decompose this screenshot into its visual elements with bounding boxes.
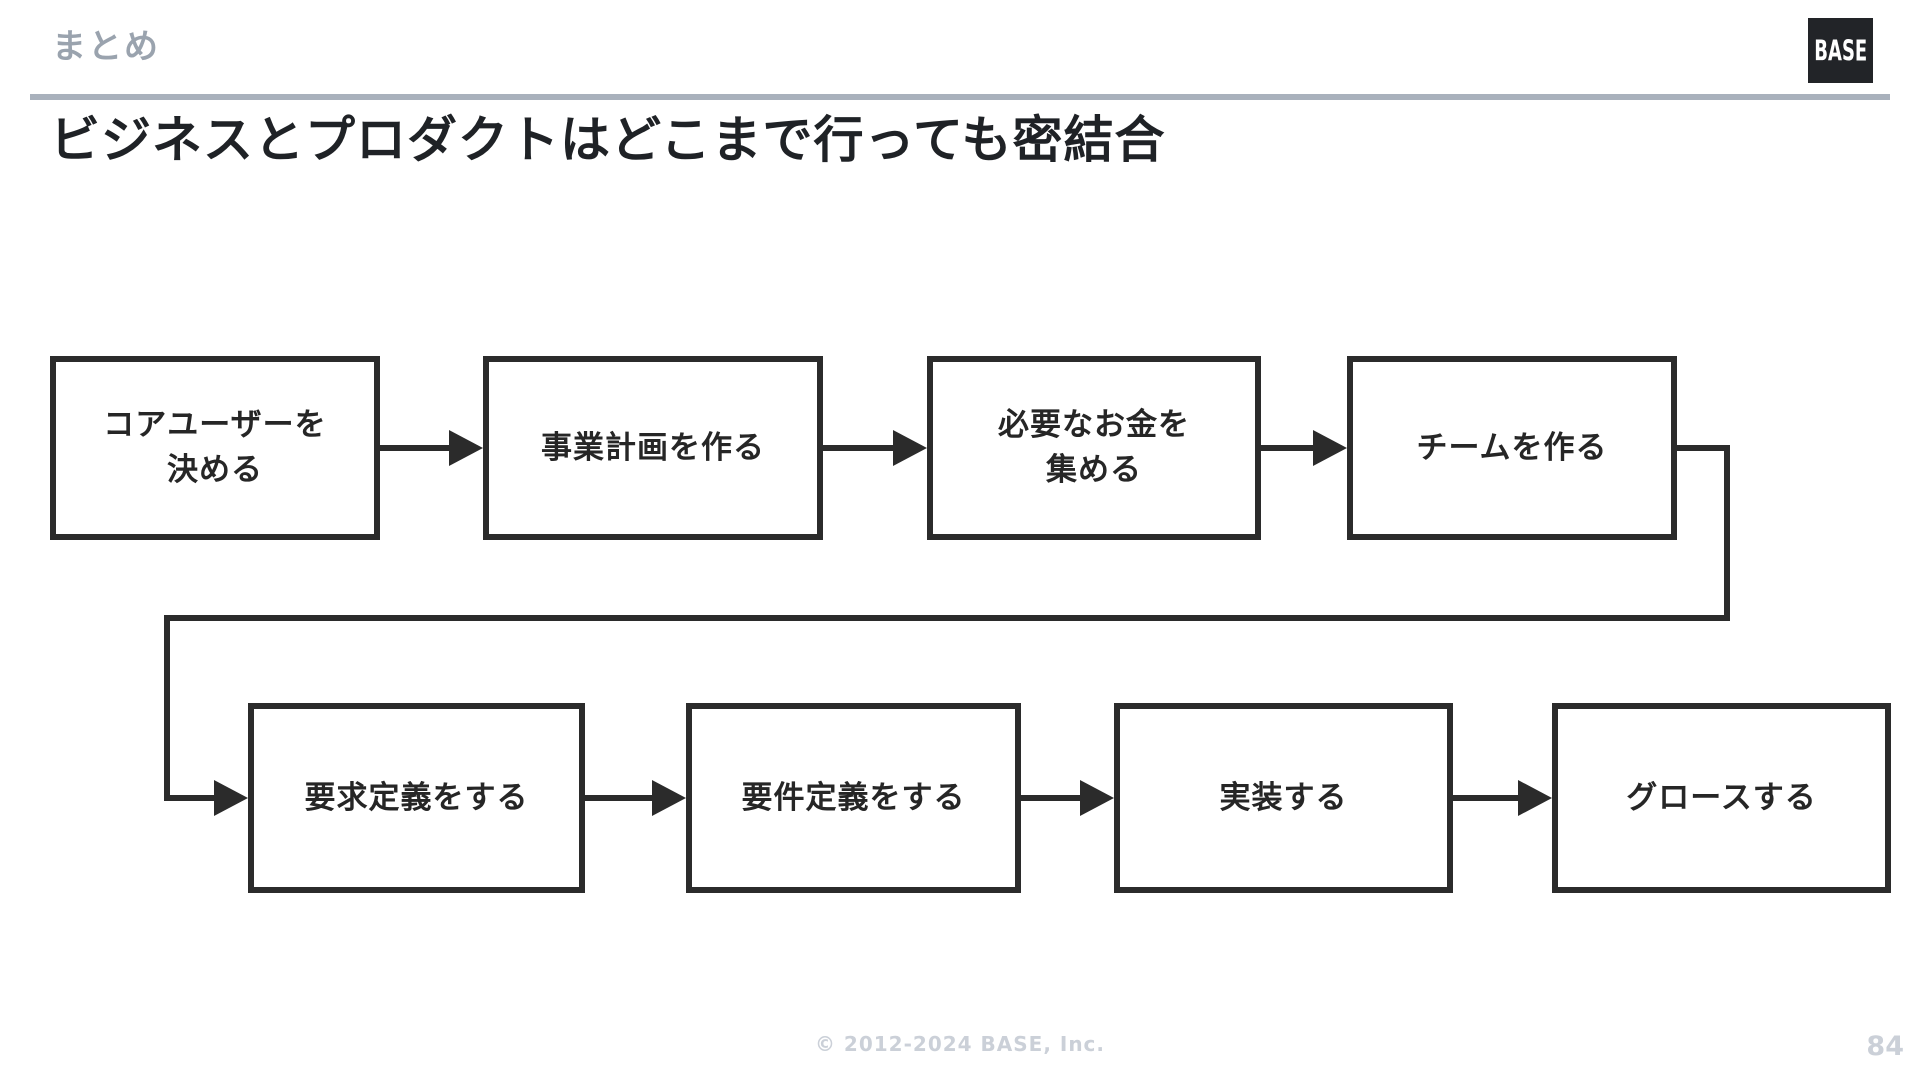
header-divider	[30, 94, 1890, 100]
copyright-text: © 2012-2024 BASE, Inc.	[814, 1032, 1106, 1056]
arrow-node6-node7	[1021, 780, 1114, 816]
arrow-node5-node6	[585, 780, 686, 816]
slide-title: ビジネスとプロダクトはどこまで行っても密結合	[50, 111, 1166, 169]
flow-node-build-team: チームを作る	[1347, 356, 1677, 540]
arrow-node7-node8	[1453, 780, 1552, 816]
elbow-connector-node4-node5	[164, 445, 1730, 816]
base-logo: BASE	[1808, 18, 1873, 83]
flow-node-growth: グロースする	[1552, 703, 1891, 893]
flow-node-requirements-request: 要求定義をする	[248, 703, 585, 893]
flow-node-business-plan: 事業計画を作る	[483, 356, 823, 540]
arrow-node1-node2	[380, 430, 483, 466]
page-number: 84	[1866, 1031, 1904, 1062]
flow-node-implement: 実装する	[1114, 703, 1453, 893]
arrow-node2-node3	[823, 430, 927, 466]
slide-section-label: まとめ	[52, 27, 160, 67]
flow-node-requirements-definition: 要件定義をする	[686, 703, 1021, 893]
flow-node-core-user: コアユーザーを 決める	[50, 356, 380, 540]
arrow-node3-node4	[1261, 430, 1347, 466]
base-logo-text: BASE	[1814, 33, 1867, 68]
flow-node-raise-money: 必要なお金を 集める	[927, 356, 1261, 540]
